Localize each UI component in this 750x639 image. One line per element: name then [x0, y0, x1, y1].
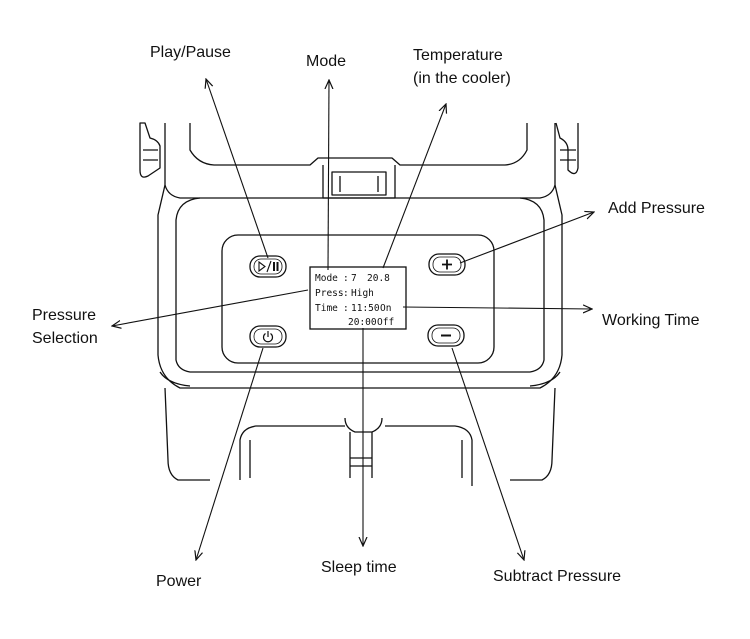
top-recess: [189, 123, 528, 166]
play-pause-button[interactable]: [249, 255, 287, 278]
spout-pipe: [349, 432, 373, 478]
leader-working-time: [402, 307, 592, 309]
top-housing: [164, 123, 556, 199]
callout-subtract-pressure: Subtract Pressure: [493, 568, 622, 585]
plus-icon: [442, 259, 452, 270]
callout-mode: Mode: [306, 53, 347, 70]
lcd-working-time: 11:50: [351, 303, 380, 314]
panel-bezel: [175, 197, 545, 373]
latch-inner: [331, 171, 387, 196]
lower-body-right: [510, 387, 556, 481]
callout-play-pause: Play/Pause: [150, 44, 231, 61]
callout-power: Power: [156, 573, 202, 590]
spout-opening-left: [239, 425, 345, 480]
device-body: [139, 122, 579, 486]
lcd-row2-sep: :: [343, 288, 349, 299]
leader-pressure-selection: [112, 289, 309, 326]
leader-subtract-pressure: [451, 347, 524, 560]
add-pressure-button[interactable]: [428, 253, 466, 276]
spout-opening-inner: [249, 440, 463, 478]
leader-temperature: [382, 104, 446, 269]
right-handle: [555, 122, 579, 175]
lcd-pressure-value: High: [351, 288, 374, 299]
subtract-pressure-button[interactable]: [427, 324, 465, 347]
lcd-working-state: On: [380, 303, 391, 314]
callout-temperature-line1: Temperature: [413, 47, 503, 64]
leader-play-pause: [206, 79, 269, 259]
panel-lip-right: [529, 371, 561, 387]
lcd-sleep-time: 20:00: [348, 317, 377, 328]
lcd-screen: Mode : 7 20.8 Press : High Time : 11:50 …: [309, 266, 407, 330]
leader-add-pressure: [459, 212, 594, 264]
left-handle-detail: [143, 149, 158, 161]
panel-lip-left: [159, 371, 191, 387]
lcd-row1-sep: :: [343, 273, 349, 284]
control-panel: [221, 234, 495, 364]
latch-detail: [339, 176, 379, 192]
play-pause-icon: [258, 260, 279, 273]
callout-sleep-time: Sleep time: [321, 559, 397, 576]
callout-pressure-selection-line2: Selection: [32, 330, 98, 347]
callout-working-time: Working Time: [602, 312, 700, 329]
main-shell: [157, 184, 563, 389]
lcd-temp-value: 20.8: [367, 273, 390, 284]
callout-leaders: [112, 79, 594, 560]
lcd-row3-sep: :: [343, 303, 349, 314]
leader-mode: [328, 80, 329, 271]
left-handle: [139, 122, 161, 178]
callout-pressure-selection-line1: Pressure: [32, 307, 97, 324]
lcd-row2-label: Press: [315, 288, 344, 299]
power-button[interactable]: [249, 325, 287, 348]
lcd-row1-label: Mode: [315, 273, 338, 284]
callout-add-pressure: Add Pressure: [608, 200, 705, 217]
lcd-sleep-state: Off: [377, 317, 394, 328]
lcd-row3-label: Time: [315, 303, 338, 314]
lower-body-left: [164, 387, 210, 481]
right-handle-detail: [560, 149, 576, 161]
lcd-mode-value: 7: [351, 273, 357, 284]
spout-opening-right: [385, 425, 473, 486]
callout-temperature-line2: (in the cooler): [413, 70, 511, 87]
spout-rings: [350, 457, 372, 467]
power-icon: [262, 331, 274, 343]
leader-power: [196, 347, 264, 560]
latch-outer: [322, 165, 396, 199]
